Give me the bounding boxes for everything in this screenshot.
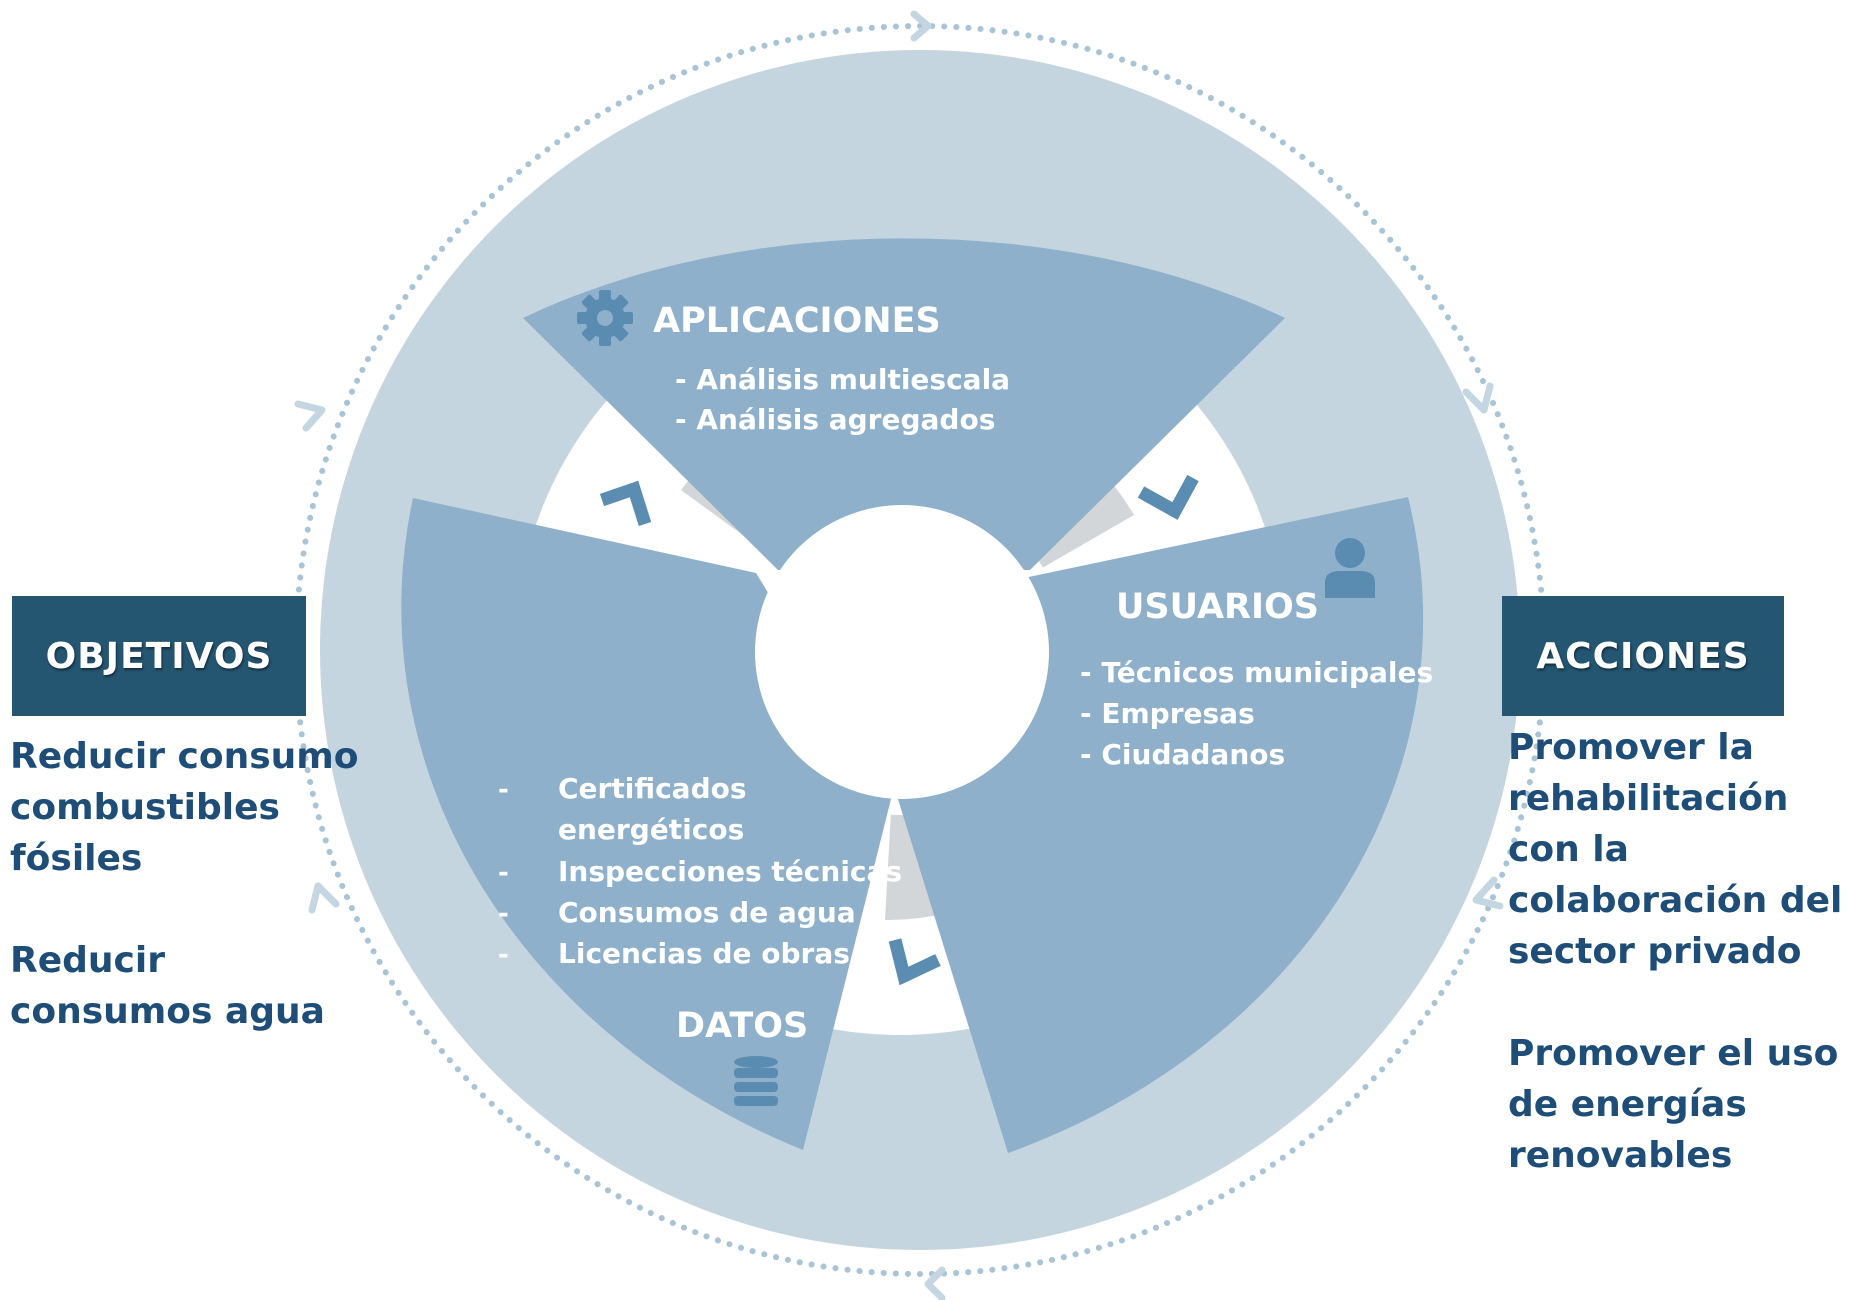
datos-item: Licencias de obras — [558, 937, 850, 970]
orbit-chevron-upper-left-icon — [294, 400, 326, 432]
datos-item: Inspecciones técnicas — [558, 855, 902, 888]
datos-bullet: - — [498, 858, 509, 888]
accion-item: Promover la rehabilitación con la colabo… — [1508, 727, 1843, 972]
aplicaciones-item: - Análisis agregados — [675, 403, 995, 436]
datos-bullet: - — [498, 940, 509, 970]
usuarios-item: - Ciudadanos — [1080, 738, 1285, 771]
inner-chevron-bottom-icon — [888, 938, 941, 986]
user-icon — [1325, 538, 1375, 598]
usuarios-title: USUARIOS — [1116, 587, 1319, 627]
inner-chevron-left-icon — [599, 480, 652, 526]
orbit-chevron-top-icon — [910, 10, 932, 42]
objetivos-banner: OBJETIVOS — [12, 596, 306, 716]
datos-item-line: energéticos — [558, 813, 744, 846]
usuarios-item: - Técnicos municipales — [1080, 656, 1433, 689]
datos-bullet: - — [498, 775, 509, 805]
center-hub — [755, 505, 1049, 799]
aplicaciones-title: APLICACIONES — [653, 301, 941, 341]
orbit-chevron-lower-right-icon — [1472, 876, 1504, 910]
objetivos-list: Reducir consumo combustibles fósiles Red… — [10, 731, 370, 1037]
inner-chevron-right-icon — [1137, 474, 1199, 520]
database-icon — [734, 1056, 778, 1106]
acciones-banner: ACCIONES — [1502, 596, 1784, 716]
objetivo-item: Reducir consumos agua — [10, 940, 325, 1032]
orbit-chevron-bottom-icon — [924, 1266, 946, 1300]
gear-icon — [577, 290, 633, 346]
datos-bullet: - — [498, 899, 509, 929]
orbit-chevron-upper-right-icon — [1462, 382, 1494, 414]
orbit-chevron-lower-left-icon — [308, 882, 340, 914]
datos-item: Certificados energéticos — [558, 772, 756, 846]
segment-aplicaciones — [523, 238, 1285, 570]
acciones-header: ACCIONES — [1536, 635, 1750, 677]
usuarios-item: - Empresas — [1080, 697, 1255, 730]
aplicaciones-item: - Análisis multiescala — [675, 363, 1010, 396]
datos-title: DATOS — [676, 1006, 808, 1046]
datos-item-line: Certificados — [558, 772, 747, 805]
objetivo-item: Reducir consumo combustibles fósiles — [10, 736, 359, 879]
datos-item: Consumos de agua — [558, 896, 856, 929]
acciones-list: Promover la rehabilitación con la colabo… — [1508, 722, 1848, 1181]
accion-item: Promover el uso de energías renovables — [1508, 1033, 1839, 1176]
objetivos-header: OBJETIVOS — [45, 635, 273, 677]
